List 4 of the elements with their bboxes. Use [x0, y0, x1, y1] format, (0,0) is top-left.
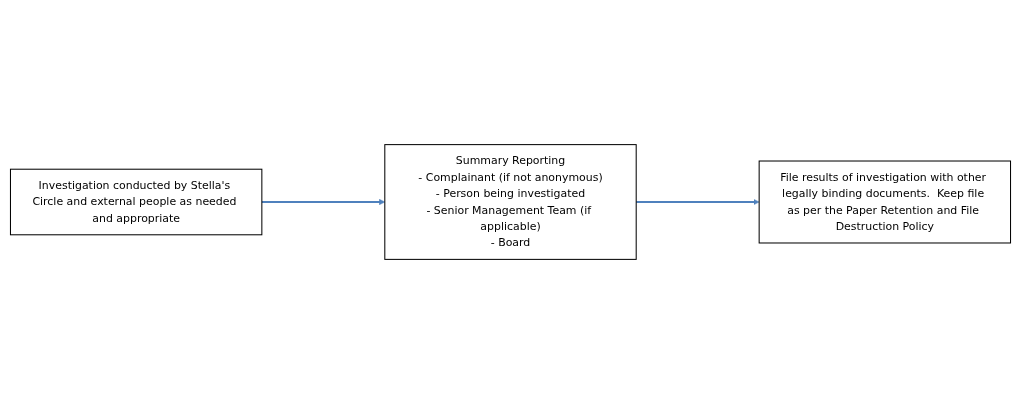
- node-box: Investigation conducted by Stella's Circle and external people as needed and appropriate: [9, 168, 263, 236]
- node-box: Summary Reporting - Complainant (if not anonymous) - Person being investigated - Senior Management Team (if applicable) - Board: [384, 144, 637, 260]
- arrow: [636, 199, 760, 205]
- node-box: File results of investigation with other legally binding documents. Keep file as per the Paper Retention and File Destruction Policy: [758, 160, 1012, 244]
